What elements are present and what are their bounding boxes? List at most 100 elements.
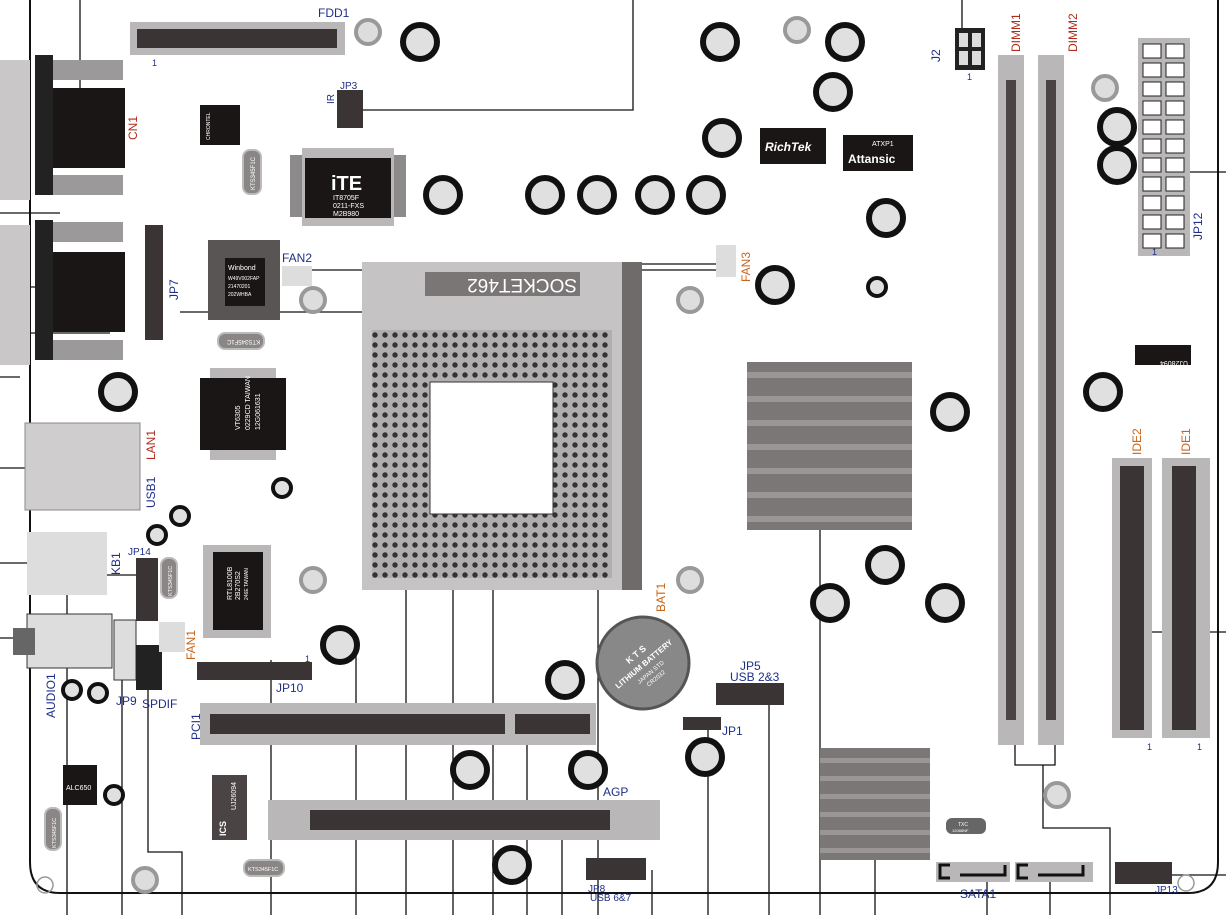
j2-label: J2 bbox=[929, 49, 943, 62]
capacitor-icon bbox=[169, 505, 191, 527]
heatsink-fin bbox=[820, 758, 930, 763]
atxp1-chip: ATXP1 Attansic bbox=[843, 135, 913, 171]
capacitor-icon bbox=[568, 750, 608, 790]
heatsink-fin bbox=[820, 794, 930, 799]
capacitor-icon bbox=[866, 198, 906, 238]
dimm1-label: DIMM1 bbox=[1009, 13, 1023, 52]
atx-pin bbox=[1142, 176, 1162, 192]
atx-pin bbox=[1165, 176, 1185, 192]
mounting-hole-icon bbox=[783, 16, 811, 44]
heatsink-fin bbox=[747, 492, 912, 498]
capacitor-icon bbox=[103, 784, 125, 806]
cmos-battery: K T S LITHIUM BATTERY JAPAN STD CR2032 B… bbox=[595, 583, 691, 711]
crystal-label: KTS345F1C bbox=[226, 338, 260, 344]
ir-label: IR bbox=[326, 94, 337, 104]
heatsink-fin bbox=[747, 420, 912, 426]
atx-pin bbox=[1165, 62, 1185, 78]
svg-text:12088NF: 12088NF bbox=[952, 828, 969, 833]
pin1-marker: 1 bbox=[1147, 742, 1152, 752]
mounting-hole-icon bbox=[299, 286, 327, 314]
via-1394-chip: VT6305 0229CD TAIWAN 12G061631 bbox=[200, 368, 286, 460]
alc650-codec: ALC650 bbox=[63, 765, 97, 805]
svg-text:ATXP1: ATXP1 bbox=[872, 141, 894, 148]
jp9-label: JP9 bbox=[116, 694, 137, 708]
fan2-label: FAN2 bbox=[282, 251, 312, 265]
jp12-atx-connector: JP12 bbox=[1138, 38, 1205, 256]
fan3-label: FAN3 bbox=[739, 252, 753, 282]
sata-connectors: SATA1 bbox=[936, 862, 1093, 901]
cn1-serial-ports: CN1 bbox=[0, 55, 140, 365]
capacitor-icon bbox=[702, 118, 742, 158]
svg-text:RTL8100B: RTL8100B bbox=[227, 566, 234, 600]
svg-text:M2B980: M2B980 bbox=[333, 211, 359, 218]
jp8-usb-header: JP8 USB 6&7 bbox=[586, 858, 646, 904]
atx-pin bbox=[1142, 100, 1162, 116]
atx-pin bbox=[1142, 214, 1162, 230]
capacitor-icon bbox=[87, 682, 109, 704]
fdd1-label: FDD1 bbox=[318, 6, 350, 20]
jp3-header: JP3 IR bbox=[326, 81, 363, 128]
sata1-label: SATA1 bbox=[960, 887, 997, 901]
heatsink-fin bbox=[747, 468, 912, 474]
jp5-label: JP5 bbox=[740, 659, 761, 673]
socket-label: SOCKET462 bbox=[467, 274, 577, 295]
atx-pin bbox=[1142, 119, 1162, 135]
svg-text:VT6305: VT6305 bbox=[235, 405, 242, 430]
ics-clock-chip-right: UJ28094 bbox=[1135, 345, 1191, 366]
jp9-header: JP9 bbox=[113, 619, 137, 708]
mounting-holes bbox=[36, 16, 1195, 894]
jp10-header: JP10 bbox=[197, 662, 312, 695]
capacitor-icon bbox=[686, 175, 726, 215]
atx-pin bbox=[1142, 81, 1162, 97]
svg-text:Attansic: Attansic bbox=[848, 152, 896, 166]
capacitor-icon bbox=[577, 175, 617, 215]
mounting-hole-icon bbox=[36, 876, 54, 894]
atx-pin bbox=[1165, 195, 1185, 211]
audio1-label: AUDIO1 bbox=[44, 673, 58, 718]
capacitor-icon bbox=[810, 583, 850, 623]
crystal-label: KTS345F1C bbox=[168, 566, 174, 596]
svg-text:202WHBA: 202WHBA bbox=[228, 292, 252, 298]
jp7-label: JP7 bbox=[167, 279, 181, 300]
svg-text:TXC: TXC bbox=[958, 822, 968, 828]
jp1-label: JP1 bbox=[722, 724, 743, 738]
heatsink-fin bbox=[747, 516, 912, 522]
pin1-marker: 1 bbox=[305, 654, 310, 664]
ite-logo: iTE bbox=[331, 173, 362, 195]
mounting-hole-icon bbox=[1091, 74, 1119, 102]
atx-pin bbox=[1165, 233, 1185, 249]
svg-text:CHRONTEL: CHRONTEL bbox=[206, 112, 212, 140]
dimm-slots: DIMM1 DIMM2 bbox=[998, 13, 1080, 745]
fan3-header: FAN3 bbox=[716, 245, 753, 282]
ite-io-chip: iTE IT8705F 0211-FXS M2B980 bbox=[290, 148, 406, 226]
jp3-label: JP3 bbox=[340, 81, 358, 92]
fan1-header: FAN1 bbox=[159, 622, 198, 660]
capacitor-icon bbox=[492, 845, 532, 885]
svg-text:0211-FXS: 0211-FXS bbox=[333, 203, 364, 210]
capacitor-icon bbox=[700, 22, 740, 62]
lan-usb-connector: LAN1 USB1 bbox=[24, 422, 158, 511]
j2-power-connector: J2 bbox=[929, 28, 985, 70]
svg-text:21470201: 21470201 bbox=[228, 284, 250, 290]
atx-pin bbox=[1165, 157, 1185, 173]
svg-text:ICS: ICS bbox=[218, 821, 228, 836]
atx-pin bbox=[1142, 62, 1162, 78]
atx-pin bbox=[1165, 100, 1185, 116]
capacitor-icon bbox=[320, 625, 360, 665]
heatsink-fin bbox=[820, 812, 930, 817]
capacitors bbox=[61, 22, 1137, 885]
winbond-bios-chip: Winbond W49V002FAP 21470201 202WHBA bbox=[208, 240, 280, 320]
crystal-oscillator: KTS345F1C bbox=[44, 807, 62, 851]
capacitor-icon bbox=[685, 737, 725, 777]
pci-slot: PCI1 bbox=[189, 703, 596, 745]
jp14-header: JP14 bbox=[128, 547, 158, 621]
capacitor-icon bbox=[813, 72, 853, 112]
mounting-hole-icon bbox=[131, 866, 159, 894]
jp7-header: JP7 bbox=[145, 225, 181, 340]
pin1-marker: 1 bbox=[967, 72, 972, 82]
capacitor-icon bbox=[98, 372, 138, 412]
pin1-marker: 1 bbox=[1197, 742, 1202, 752]
fdd1-connector: FDD1 bbox=[130, 6, 350, 55]
atx-pin bbox=[1142, 138, 1162, 154]
agp-slot: AGP bbox=[268, 785, 660, 840]
